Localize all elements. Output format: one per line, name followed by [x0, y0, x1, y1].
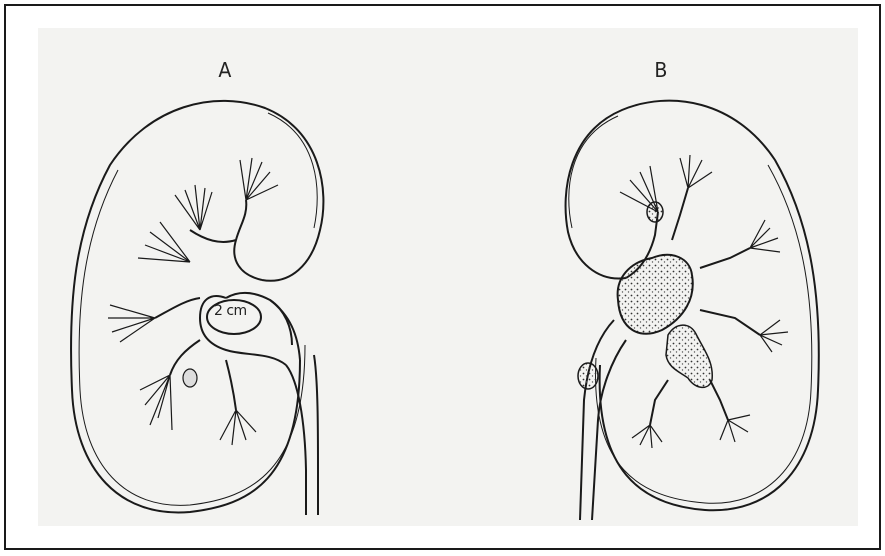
- stone-size-label: 2 cm: [214, 303, 247, 319]
- kidney-a: [71, 101, 323, 515]
- kidney-b-pelvic-stone: [618, 255, 693, 334]
- kidney-b: [566, 101, 819, 520]
- kidney-a-capsule: [79, 170, 305, 505]
- kidney-b-outline: [566, 101, 819, 511]
- label-kidney-a: A: [218, 58, 231, 82]
- kidney-b-branch-stone: [666, 325, 712, 387]
- kidney-a-calyces: [108, 158, 278, 445]
- kidney-b-capsule: [596, 165, 812, 503]
- label-kidney-b: B: [654, 58, 667, 82]
- kidney-a-outline: [71, 101, 323, 513]
- kidney-b-ureter-stone: [578, 363, 598, 389]
